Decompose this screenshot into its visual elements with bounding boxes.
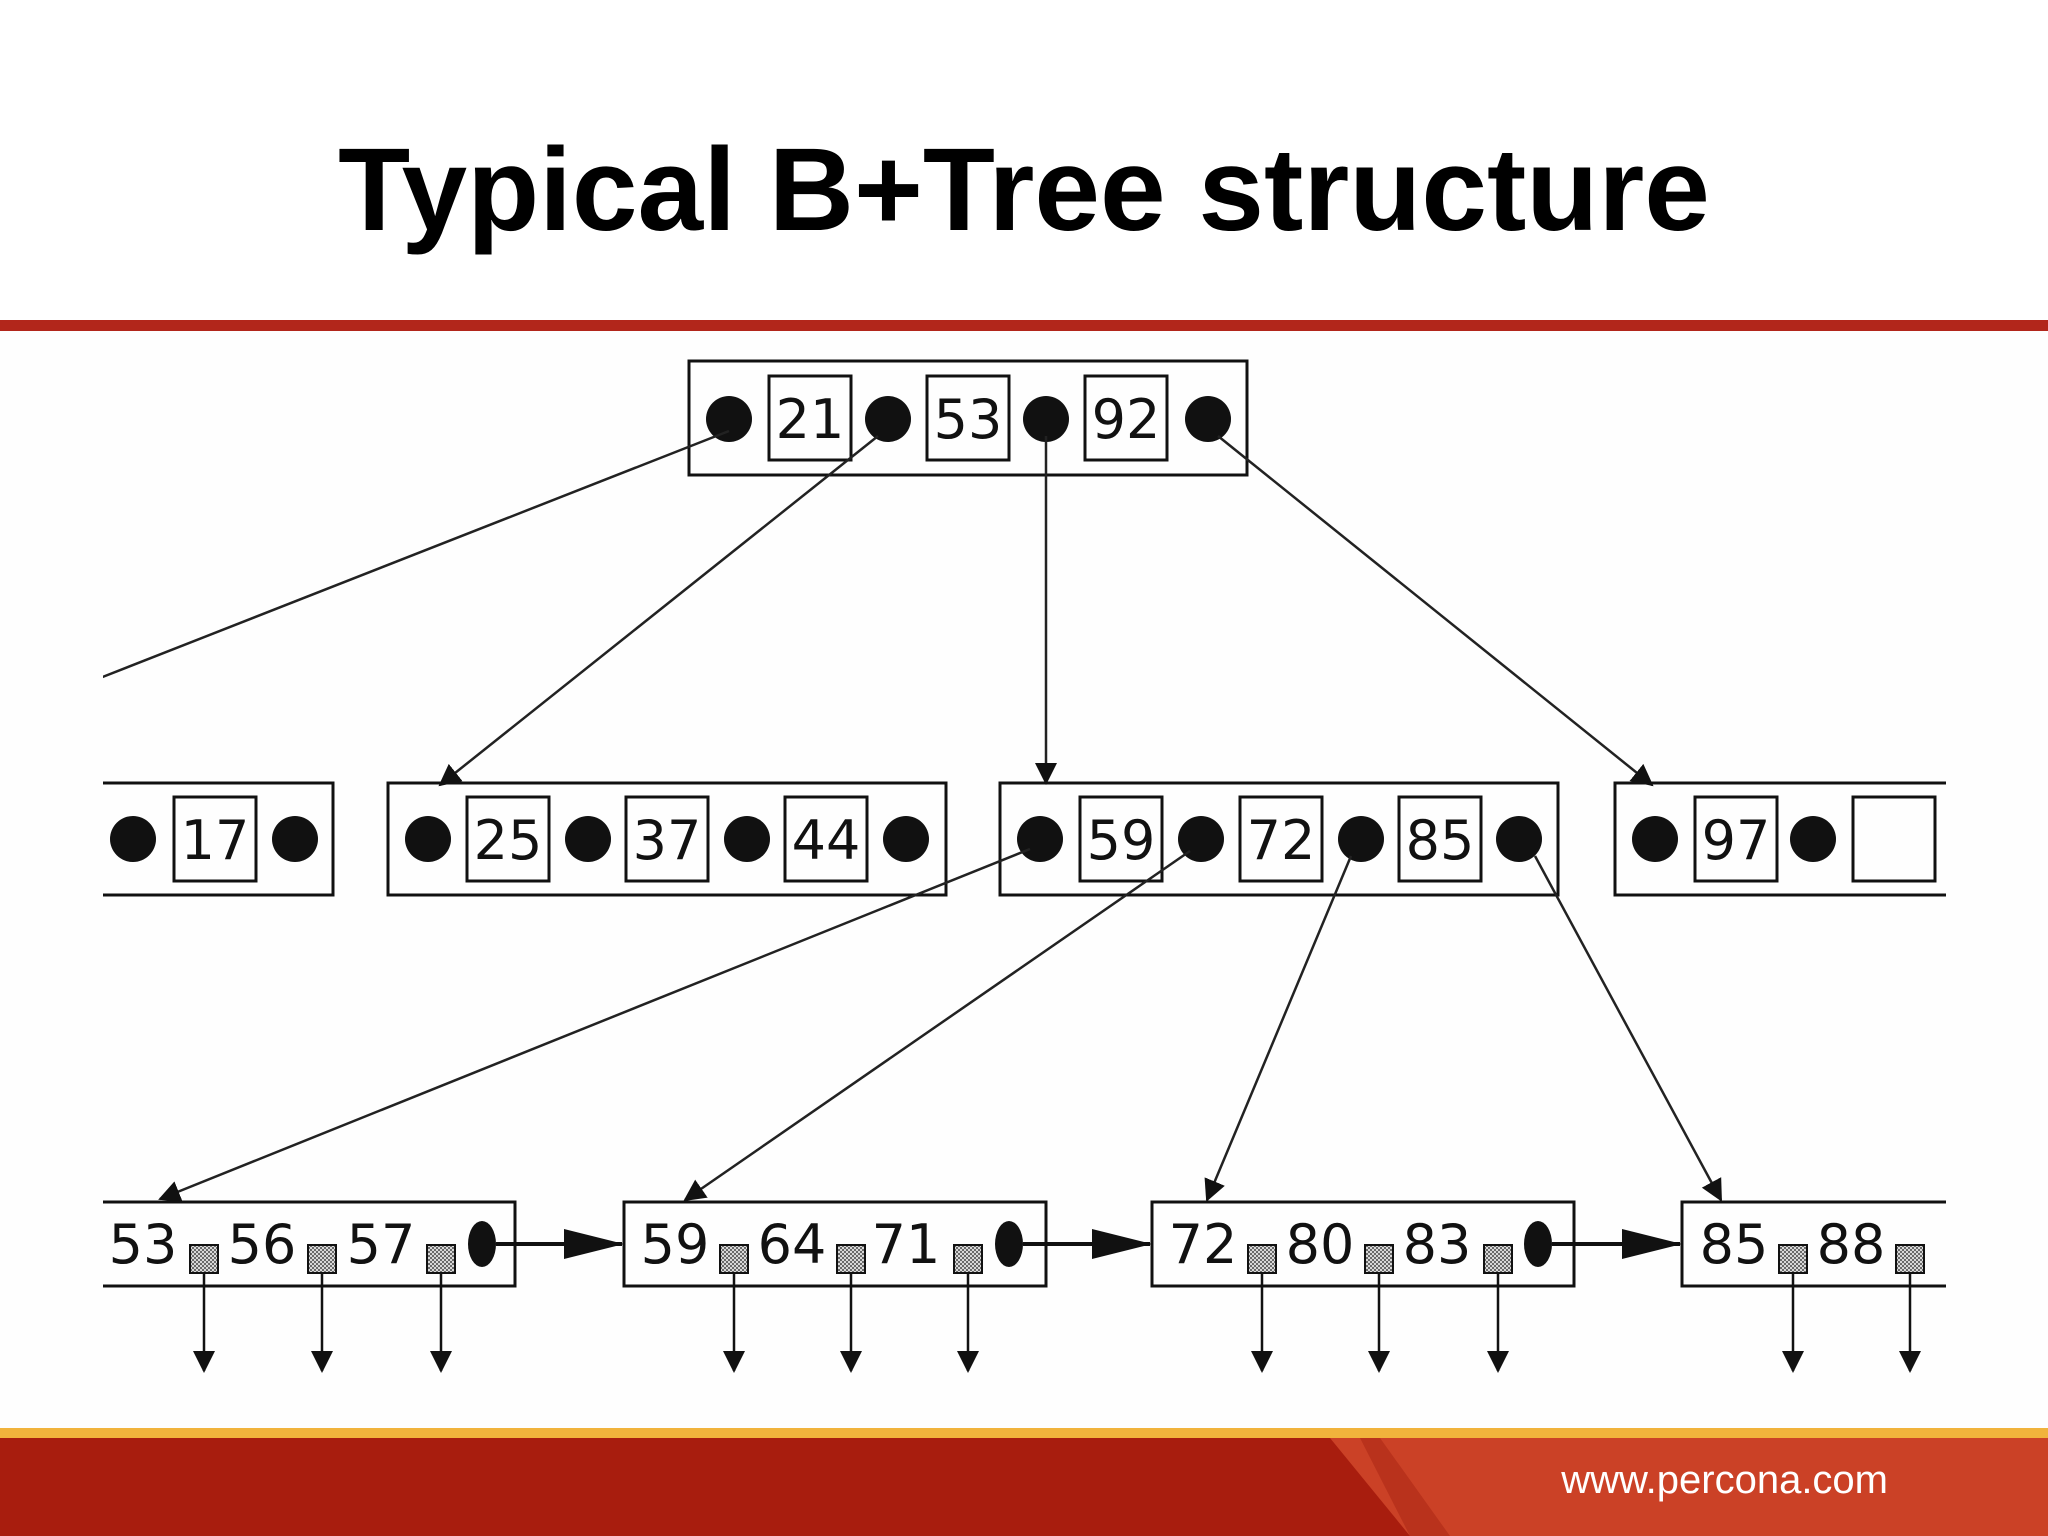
leaf-node-3: 72 80 83 [1150, 1200, 1576, 1288]
internal-node-4-frame [1613, 781, 1946, 897]
edge-root-to-internal-2 [438, 435, 879, 787]
root-pointer-1 [706, 396, 752, 442]
leaf-3-record-pointer-1 [1247, 1244, 1277, 1274]
internal-4-key-1: 97 [1702, 809, 1771, 872]
internal-3-key-1: 59 [1087, 809, 1156, 872]
slide-title: Typical B+Tree structure [338, 124, 1710, 256]
root-key-1: 21 [776, 388, 845, 451]
leaf-3-key-2: 80 [1286, 1213, 1355, 1276]
internal-node-2: 25 37 44 [386, 781, 948, 897]
footer-wedge [1330, 1438, 2048, 1536]
internal-3-key-box-1 [1078, 795, 1164, 883]
internal-3-pointer-4 [1496, 816, 1542, 862]
internal-2-key-1: 25 [474, 809, 543, 872]
internal-node-1-frame [103, 781, 335, 897]
internal-node-2-frame [386, 781, 948, 897]
internal-1-pointer-1 [110, 816, 156, 862]
leaf-node-1: 53 56 57 [103, 1200, 517, 1288]
root-node: 21 53 92 [687, 359, 1249, 477]
internal-4-key-box-2 [1851, 795, 1937, 883]
leaf-2-record-pointer-1 [719, 1244, 749, 1274]
leaf-node-4: 85 88 8 [1680, 1200, 1978, 1288]
root-pointer-3 [1023, 396, 1069, 442]
internal-1-key-box-1 [172, 795, 258, 883]
internal-2-key-2: 37 [633, 809, 702, 872]
leaf-4-record-pointer-2 [1895, 1244, 1925, 1274]
record-pointer-arrows [193, 1273, 1921, 1373]
footer-url[interactable]: www.percona.com [1561, 1458, 1888, 1502]
internal-node-3-frame [998, 781, 1560, 897]
root-key-box-2 [925, 374, 1011, 462]
leaf-2-record-pointer-3 [953, 1244, 983, 1274]
leaf-1-key-1: 53 [109, 1213, 178, 1276]
internal-4-pointer-1 [1632, 816, 1678, 862]
internal-3-pointer-3 [1338, 816, 1384, 862]
leaf-1-record-pointer-1 [189, 1244, 219, 1274]
leaf-3-next-pointer [1524, 1221, 1552, 1267]
root-key-box-3 [1083, 374, 1169, 462]
edge-internal-to-leaf-2 [683, 849, 1191, 1202]
internal-3-key-box-2 [1238, 795, 1324, 883]
leaf-1-key-3: 57 [347, 1213, 416, 1276]
leaf-4-key-1: 85 [1700, 1213, 1769, 1276]
root-pointer-2 [865, 396, 911, 442]
internal-2-pointer-4 [883, 816, 929, 862]
edge-root-to-internal-1 [103, 429, 730, 679]
leaf-1-key-2: 56 [228, 1213, 297, 1276]
edge-root-to-internal-4 [1217, 435, 1654, 787]
footer-bar: www.percona.com [0, 1428, 2048, 1536]
leaf-3-record-pointer-3 [1483, 1244, 1513, 1274]
internal-4-key-box-1 [1693, 795, 1779, 883]
leaf-node-4-frame [1680, 1200, 1946, 1288]
title-rule [0, 320, 2048, 331]
root-key-box-1 [767, 374, 853, 462]
internal-2-key-box-2 [624, 795, 710, 883]
edge-internal-to-leaf-1 [158, 847, 1031, 1202]
leaf-4-key-3: 8 [1944, 1213, 1978, 1276]
edge-internal-to-leaf-4 [1533, 855, 1723, 1202]
leaf-2-next-pointer [995, 1221, 1023, 1267]
internal-node-1: 17 [103, 781, 335, 897]
internal-2-key-box-3 [783, 795, 869, 883]
internal-node-4: 97 [1613, 781, 1946, 897]
leaf-3-record-pointer-2 [1364, 1244, 1394, 1274]
internal-2-key-3: 44 [792, 809, 861, 872]
root-edges [103, 429, 1654, 787]
internal-1-key-1: 17 [181, 809, 250, 872]
internal-2-pointer-1 [405, 816, 451, 862]
edge-internal-to-leaf-3 [1204, 855, 1353, 1202]
internal-2-key-box-1 [465, 795, 551, 883]
leaf-2-record-pointer-2 [836, 1244, 866, 1274]
internal-4-pointer-2 [1790, 816, 1836, 862]
internal-node-3: 59 72 85 [998, 781, 1560, 897]
leaf-2-key-1: 59 [641, 1213, 710, 1276]
internal-3-pointer-1 [1017, 816, 1063, 862]
root-node-frame [687, 359, 1249, 477]
root-key-2: 53 [934, 388, 1003, 451]
leaf-1-record-pointer-3 [426, 1244, 456, 1274]
leaf-3-key-1: 72 [1169, 1213, 1238, 1276]
footer-accent-stripe [0, 1428, 2048, 1438]
leaf-1-next-pointer [468, 1221, 496, 1267]
internal-2-pointer-2 [565, 816, 611, 862]
leaf-3-key-3: 83 [1403, 1213, 1472, 1276]
leaf-2-key-3: 71 [872, 1213, 941, 1276]
internal-2-pointer-3 [724, 816, 770, 862]
btree-diagram: 21 53 92 17 25 [0, 331, 2048, 1428]
leaf-4-record-pointer-1 [1778, 1244, 1808, 1274]
internal-1-pointer-2 [272, 816, 318, 862]
root-pointer-4 [1185, 396, 1231, 442]
leaf-1-record-pointer-2 [307, 1244, 337, 1274]
internal-3-key-box-3 [1397, 795, 1483, 883]
leaf-node-2: 59 64 71 [622, 1200, 1048, 1288]
root-key-3: 92 [1092, 388, 1161, 451]
leaf-4-key-2: 88 [1817, 1213, 1886, 1276]
internal-edges [158, 847, 1723, 1202]
leaf-2-key-2: 64 [758, 1213, 827, 1276]
internal-3-key-2: 72 [1247, 809, 1316, 872]
internal-3-key-3: 85 [1406, 809, 1475, 872]
